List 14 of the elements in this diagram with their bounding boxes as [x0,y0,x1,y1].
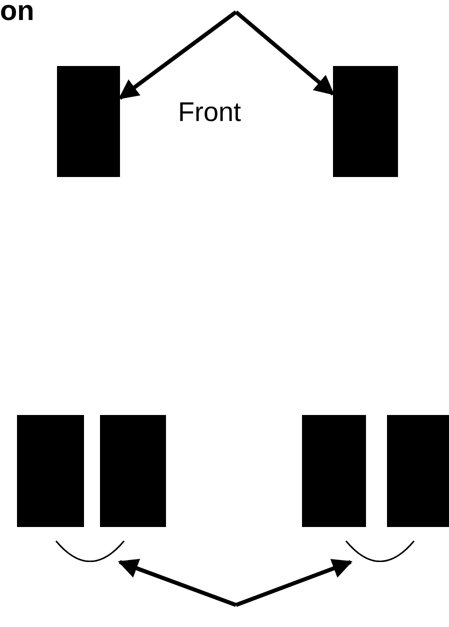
arrow [118,558,237,607]
arc-mark [55,540,125,562]
heading: on [0,0,34,26]
wheel-block [333,66,398,177]
arc-mark [345,540,415,562]
arrow [118,10,238,100]
wheel-block [57,66,120,177]
direction-label: Front [178,97,242,128]
arrow [234,10,335,96]
arrow [235,558,353,607]
wheel-block [17,415,84,527]
wheel-block [100,415,166,527]
wheel-block [387,415,449,527]
wheel-block [302,415,366,527]
